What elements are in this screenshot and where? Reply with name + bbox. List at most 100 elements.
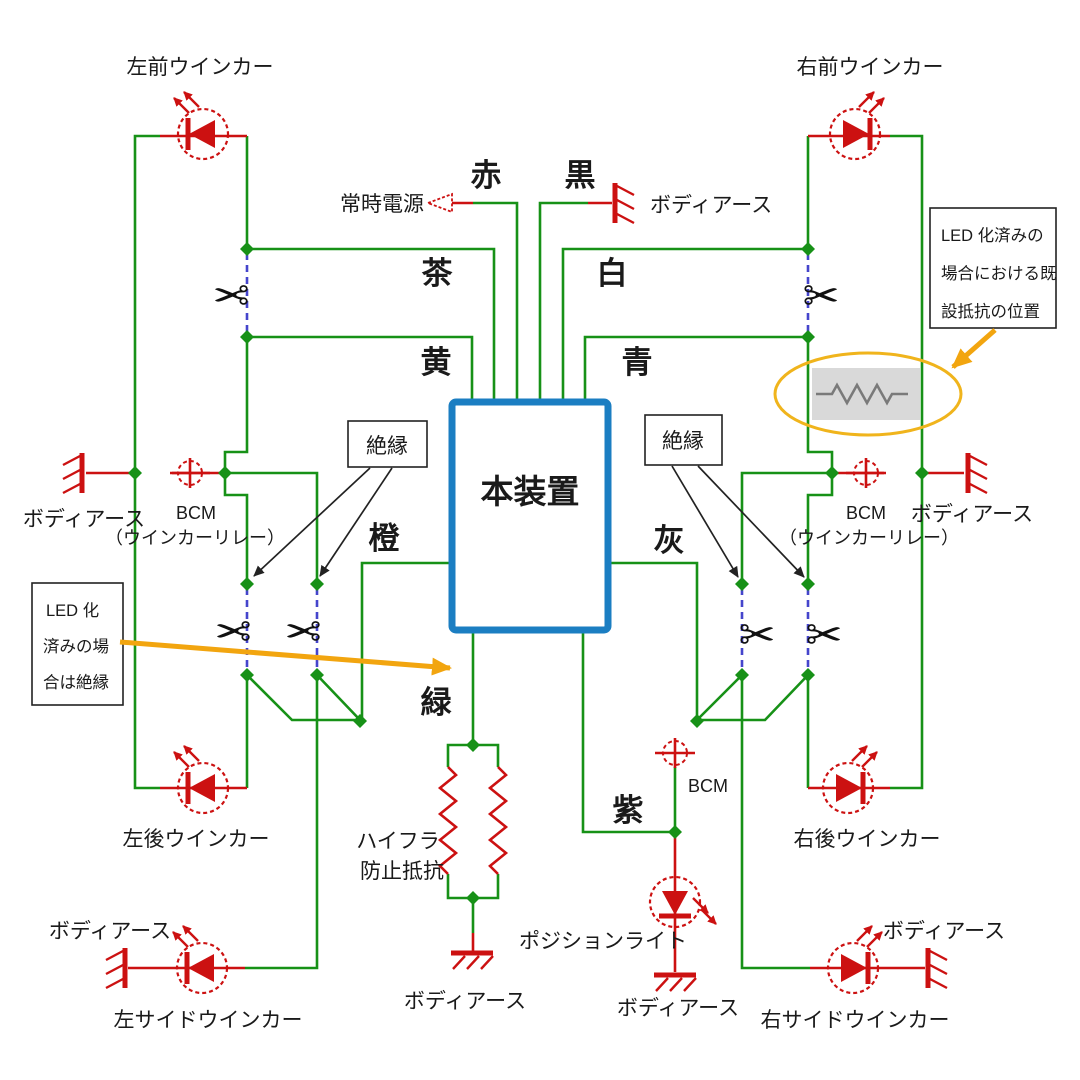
scissors-icon: ✂	[806, 611, 843, 660]
wire-label-purple: 紫	[613, 793, 644, 828]
hifla-resistor-1	[437, 766, 459, 875]
label-bcm-left: BCM	[176, 503, 216, 523]
led-right-front	[830, 92, 884, 159]
cut-segments	[245, 253, 810, 671]
wire-label-red: 赤	[471, 158, 502, 193]
light-rays-icon	[693, 898, 716, 924]
ground-icon-right	[968, 453, 987, 493]
label-position-light: ポジションライト	[519, 930, 687, 953]
right-branch	[740, 471, 832, 584]
wire-gray	[608, 561, 699, 721]
wire-label-black: 黒	[565, 158, 596, 193]
label-winker-relay-right: （ウインカーリレー）	[779, 528, 959, 548]
scissors-icons: ✂ ✂ ✂ ✂ ✂ ✂	[213, 272, 843, 660]
light-rays-icon	[852, 746, 877, 767]
text-labels: 左前ウインカー 右前ウインカー 常時電源 ボディアース 赤 黒 茶 白 黄 青 …	[23, 56, 1033, 1032]
main-device-label: 本装置	[481, 473, 580, 510]
label-left-front-winker: 左前ウインカー	[127, 56, 274, 79]
note-right-line2: 場合における既	[941, 264, 1057, 283]
left-ground-rail	[133, 134, 160, 790]
label-hifla-2: 防止抵抗	[360, 860, 444, 883]
callout-arrow-right	[951, 328, 997, 369]
note-right-line3: 設抵抗の位置	[941, 302, 1040, 321]
scissors-icon: ✂	[215, 608, 252, 657]
label-constant-power: 常時電源	[340, 193, 424, 216]
scissors-icon: ✂	[739, 611, 776, 660]
label-bcm-right: BCM	[846, 503, 886, 523]
callout-arrow-left	[119, 639, 452, 676]
light-rays-icon	[859, 92, 884, 113]
ground-icon-left	[63, 453, 82, 493]
note-left-line1: LED 化	[46, 601, 99, 620]
ground-icon-left-side	[106, 948, 125, 988]
led-right-side	[828, 926, 882, 993]
ground-icon-position	[654, 975, 696, 991]
light-rays-icon	[174, 92, 199, 113]
label-left-rear-winker: 左後ウインカー	[123, 828, 270, 851]
scissors-icon: ✂	[803, 272, 840, 321]
led-left-rear	[174, 746, 228, 813]
insulation-label-right: 絶縁	[662, 430, 704, 453]
insulation-label-left: 絶縁	[366, 435, 408, 458]
label-right-rear-winker: 右後ウインカー	[794, 828, 941, 851]
wire-label-white: 白	[597, 256, 628, 291]
label-right-front-winker: 右前ウインカー	[797, 56, 944, 79]
hifla-resistor-2	[487, 766, 509, 875]
wire-brown	[247, 247, 496, 402]
note-box-left	[31, 582, 124, 706]
wire-label-gray: 灰	[654, 523, 685, 558]
light-rays-icon	[857, 926, 882, 947]
right-side-feed	[740, 675, 810, 970]
label-bcm-position: BCM	[688, 776, 728, 796]
bcm-icon-left	[168, 456, 212, 490]
wire-label-orange: 橙	[369, 521, 401, 556]
wire-blue	[583, 335, 808, 402]
left-merge-diagonals	[246, 674, 361, 722]
wire-purple	[581, 630, 675, 834]
left-branch	[225, 471, 319, 584]
ground-icon-right-side	[928, 948, 947, 988]
left-side-feed	[245, 675, 319, 970]
wire-label-green: 緑	[421, 685, 453, 720]
insulation-box-left	[347, 420, 428, 468]
green-wires	[133, 134, 924, 970]
power-arrow-icon	[425, 192, 453, 214]
wire-white	[561, 247, 808, 402]
wire-orange	[360, 561, 452, 721]
led-right-rear	[823, 746, 877, 813]
right-merge-diagonals	[696, 674, 809, 722]
label-body-earth-bottom-right: ボディアース	[883, 920, 1005, 943]
label-body-earth-left: ボディアース	[23, 508, 145, 531]
note-left-line3: 合は絶縁	[43, 673, 109, 692]
wire-red	[473, 201, 519, 402]
note-box-right	[929, 207, 1057, 329]
wire-yellow	[247, 335, 474, 402]
label-hifla-1: ハイフラ	[356, 830, 440, 853]
label-body-earth-right: ボディアース	[911, 503, 1033, 526]
wire-label-yellow: 黄	[421, 345, 452, 380]
insulation-box-right	[644, 414, 723, 466]
main-device-box	[448, 398, 612, 634]
label-body-earth-top: ボディアース	[650, 194, 772, 217]
scissors-icon: ✂	[213, 272, 250, 321]
label-body-earth-bottom-left: ボディアース	[49, 920, 171, 943]
note-left-line2: 済みの場	[43, 637, 109, 656]
label-body-earth-position: ボディアース	[617, 997, 739, 1020]
scissors-icon: ✂	[285, 608, 322, 657]
wire-black	[538, 201, 588, 402]
led-position-light	[650, 877, 716, 927]
led-left-front	[174, 92, 228, 159]
led-left-side	[173, 926, 227, 993]
wire-label-blue: 青	[622, 345, 653, 380]
existing-resistor	[816, 382, 908, 406]
label-winker-relay-left: （ウインカーリレー）	[105, 528, 285, 548]
ground-icon-resistor	[451, 953, 493, 969]
bcm-icon-right	[844, 456, 888, 490]
light-rays-icon	[174, 746, 199, 767]
wire-label-brown: 茶	[422, 256, 454, 291]
highlight-ellipse	[773, 351, 963, 437]
note-right-line1: LED 化済みの	[941, 226, 1044, 245]
ground-icon-top	[615, 183, 634, 223]
label-right-side-winker: 右サイドウインカー	[761, 1009, 950, 1032]
